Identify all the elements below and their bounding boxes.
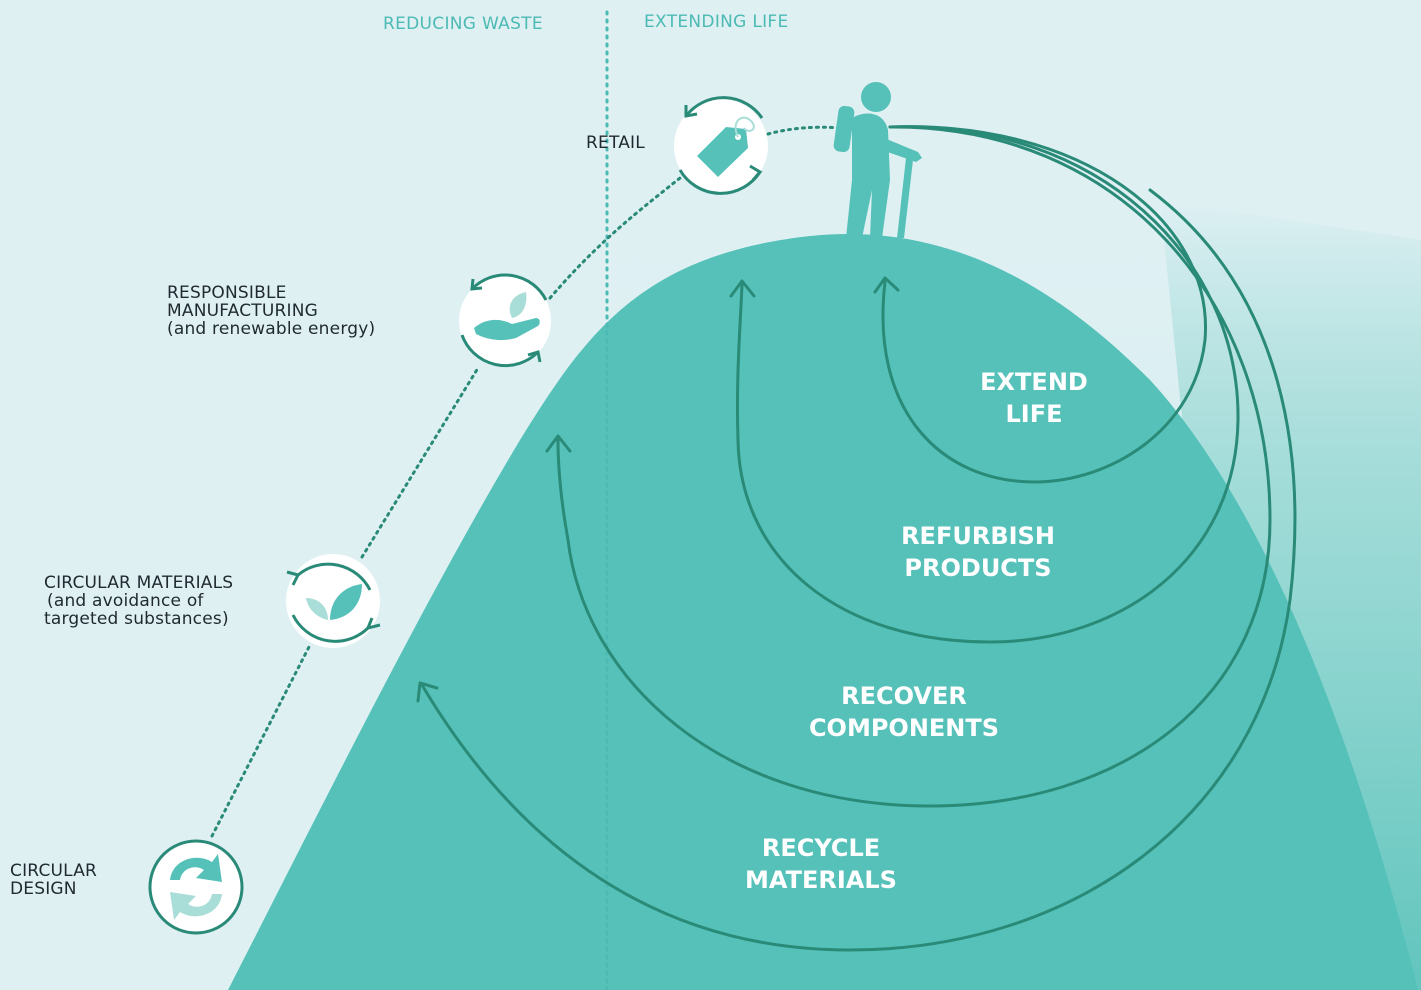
- value-chain-path: [210, 125, 842, 838]
- retail-label: RETAIL: [586, 133, 645, 153]
- materials-label-line2: (and avoidance of: [47, 591, 204, 611]
- recover-loop: [556, 125, 1272, 808]
- materials-label-line3: targeted substances): [44, 609, 229, 629]
- leaves-icon: [306, 584, 362, 620]
- recycle-label-line1: RECYCLE: [761, 834, 881, 862]
- hiker-icon: [833, 82, 922, 238]
- circular-materials-node: [286, 554, 381, 648]
- circular-arrows-icon: [170, 854, 222, 920]
- extend-life-label: EXTEND LIFE: [968, 366, 1100, 430]
- recover-arrowhead: [545, 434, 572, 453]
- extend-life-arrowhead: [873, 276, 900, 294]
- refurbish-label: REFURBISH PRODUCTS: [888, 520, 1068, 584]
- price-tag-icon: [697, 116, 755, 177]
- circular-design-node: [148, 839, 244, 935]
- recover-label-line1: RECOVER: [841, 682, 967, 710]
- refurbish-loop: [735, 125, 1240, 644]
- retail-node: [674, 96, 768, 195]
- reducing-waste-header: REDUCING WASTE: [383, 14, 543, 34]
- refurbish-arrowhead: [729, 279, 756, 298]
- refurbish-label-line1: REFURBISH: [901, 522, 1055, 550]
- recover-label: RECOVER COMPONENTS: [792, 680, 1016, 744]
- recycle-label: RECYCLE MATERIALS: [742, 832, 900, 896]
- extend-life-label-line1: EXTEND: [980, 368, 1088, 396]
- recycle-label-line2: MATERIALS: [745, 866, 897, 894]
- manufacturing-label-line1: RESPONSIBLE: [167, 283, 287, 303]
- hand-leaf-icon: [474, 292, 540, 341]
- design-label: CIRCULAR DESIGN: [10, 862, 97, 898]
- manufacturing-label-line2: MANUFACTURING: [167, 301, 319, 321]
- design-label-line1: CIRCULAR: [10, 861, 98, 881]
- hill-shape: [228, 233, 1418, 990]
- extend-life-loop: [881, 125, 1207, 484]
- recycle-loop: [420, 188, 1297, 952]
- materials-label: CIRCULAR MATERIALS (and avoidance of tar…: [44, 574, 233, 628]
- manufacturing-node: [459, 273, 551, 368]
- refurbish-label-line2: PRODUCTS: [904, 554, 1052, 582]
- recover-label-line2: COMPONENTS: [808, 714, 1000, 742]
- design-label-line2: DESIGN: [10, 879, 77, 899]
- extending-life-header: EXTENDING LIFE: [644, 12, 789, 32]
- loop-arrows: [416, 125, 1297, 952]
- recycle-arrowhead: [416, 681, 439, 703]
- extend-life-label-line2: LIFE: [1005, 400, 1063, 428]
- materials-label-line1: CIRCULAR MATERIALS: [44, 573, 234, 593]
- manufacturing-label: RESPONSIBLE MANUFACTURING (and renewable…: [167, 284, 375, 338]
- manufacturing-label-line3: (and renewable energy): [167, 319, 376, 339]
